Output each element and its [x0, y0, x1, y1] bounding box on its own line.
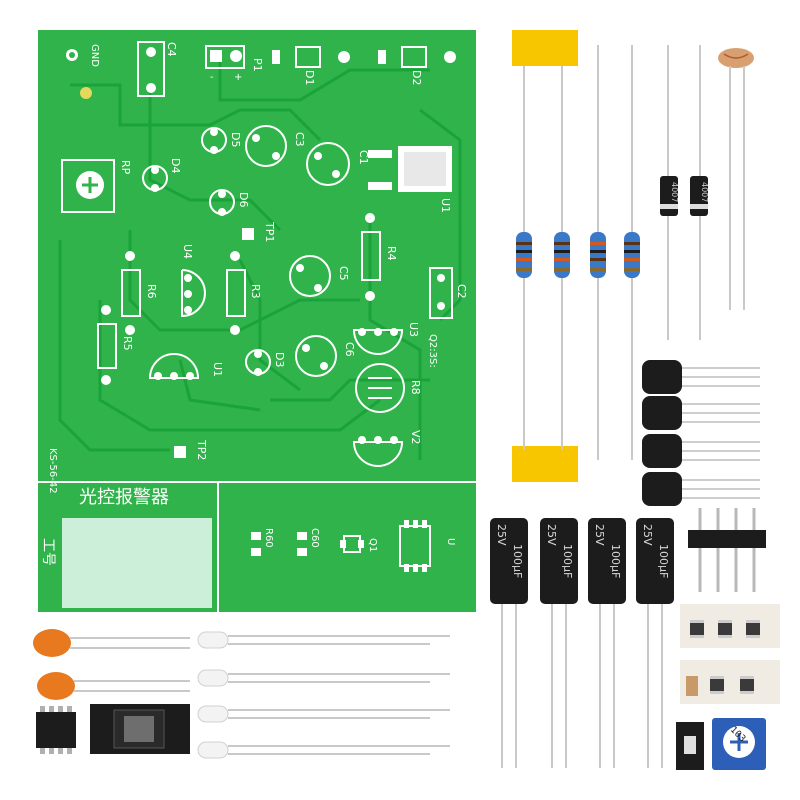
soic-8-chip	[36, 706, 76, 754]
label-gnd: GND	[89, 44, 100, 67]
cap-2-rating: 25V	[545, 524, 558, 546]
led-2	[197, 669, 450, 687]
smd-transistor	[676, 722, 704, 770]
pcb-board: 光控报警器 KS-56-42 工号 GND C4 - + P1 D1 D2 D5…	[38, 30, 476, 612]
label-d2: D2	[410, 70, 423, 85]
transistors	[642, 360, 760, 506]
transistor-3	[642, 434, 760, 468]
label-d5: D5	[229, 132, 242, 147]
electrolytic-capacitor-3: 25V 100μF	[588, 518, 626, 768]
cap-1-rating: 25V	[495, 524, 508, 546]
label-c4: C4	[165, 42, 178, 57]
label-p1-plus: +	[234, 72, 242, 83]
photoresistor	[718, 48, 754, 310]
led-3	[197, 705, 450, 723]
smd-capacitor-strip	[680, 660, 780, 704]
label-u1: U1	[211, 362, 224, 377]
label-p1-minus: -	[210, 72, 214, 83]
label-q1: Q1	[367, 538, 378, 552]
electrolytic-capacitor-4: 25V 100μF	[636, 518, 674, 768]
label-d6: D6	[237, 192, 250, 207]
cap-4-value: 100μF	[657, 544, 670, 578]
label-u4: U4	[181, 244, 194, 259]
transistor-1	[642, 360, 760, 394]
cap-4-rating: 25V	[641, 524, 654, 546]
diodes: 4007 4007	[660, 45, 709, 340]
label-u1-top: U1	[439, 198, 452, 213]
label-tp1: TP1	[263, 221, 276, 242]
electrolytic-capacitor-1: 25V 100μF	[490, 518, 528, 768]
label-c2: C2	[455, 284, 468, 299]
label-r4: R4	[385, 246, 398, 261]
label-r60: R60	[263, 528, 274, 548]
label-c5: C5	[337, 266, 350, 281]
pin-header	[688, 508, 766, 592]
cap-2-value: 100μF	[561, 544, 574, 578]
label-c1: C1	[357, 150, 370, 165]
ceramic-capacitors	[33, 629, 190, 700]
label-c6: C6	[343, 342, 356, 357]
led-4	[197, 741, 450, 759]
ceramic-capacitor-2	[37, 672, 190, 700]
label-u: U	[445, 538, 456, 545]
cap-1-value: 100μF	[511, 544, 524, 578]
resistor-3	[590, 45, 606, 460]
leds	[197, 631, 450, 759]
smd-resistor-strip	[680, 604, 780, 648]
label-d1: D1	[303, 70, 316, 85]
transistor-2	[642, 396, 760, 430]
label-d4: D4	[169, 158, 182, 173]
cap-3-rating: 25V	[593, 524, 606, 546]
label-u3: U3	[407, 322, 420, 337]
electrolytic-capacitor-2: 25V 100μF	[540, 518, 578, 768]
label-c60: C60	[309, 528, 320, 548]
label-p1: P1	[251, 58, 264, 72]
board-title: 光控报警器	[79, 487, 169, 508]
label-r5: R5	[121, 336, 134, 351]
label-d3: D3	[273, 352, 286, 367]
label-rp: RP	[119, 160, 132, 175]
label-v2: V2	[409, 430, 422, 445]
resistor-2	[554, 66, 570, 450]
cap-3-value: 100μF	[609, 544, 622, 578]
ceramic-capacitor-1	[33, 629, 190, 657]
regulator-tape	[90, 704, 190, 754]
transistor-4	[642, 472, 760, 506]
blank-label-area	[62, 518, 212, 608]
electrolytic-capacitors: 25V 100μF 25V 100μF 25V 100μF 25V 100μF	[490, 518, 674, 768]
diode-1-marking: 4007	[670, 182, 679, 202]
label-c3: C3	[293, 132, 306, 147]
resistor-1	[516, 66, 532, 450]
diode-2-marking: 4007	[700, 182, 709, 202]
label-r8: R8	[409, 380, 422, 395]
led-1	[197, 631, 450, 649]
label-r6: R6	[145, 284, 158, 299]
side-mark: 工号	[40, 538, 56, 566]
trimmer-potentiometer: 103	[712, 718, 766, 770]
board-code: KS-56-42	[47, 448, 58, 494]
label-tp2: TP2	[195, 439, 208, 460]
resistors	[516, 45, 640, 460]
label-q2-note: Q2:3S:	[427, 334, 438, 368]
label-r3: R3	[249, 284, 262, 299]
resistor-4	[624, 45, 640, 460]
